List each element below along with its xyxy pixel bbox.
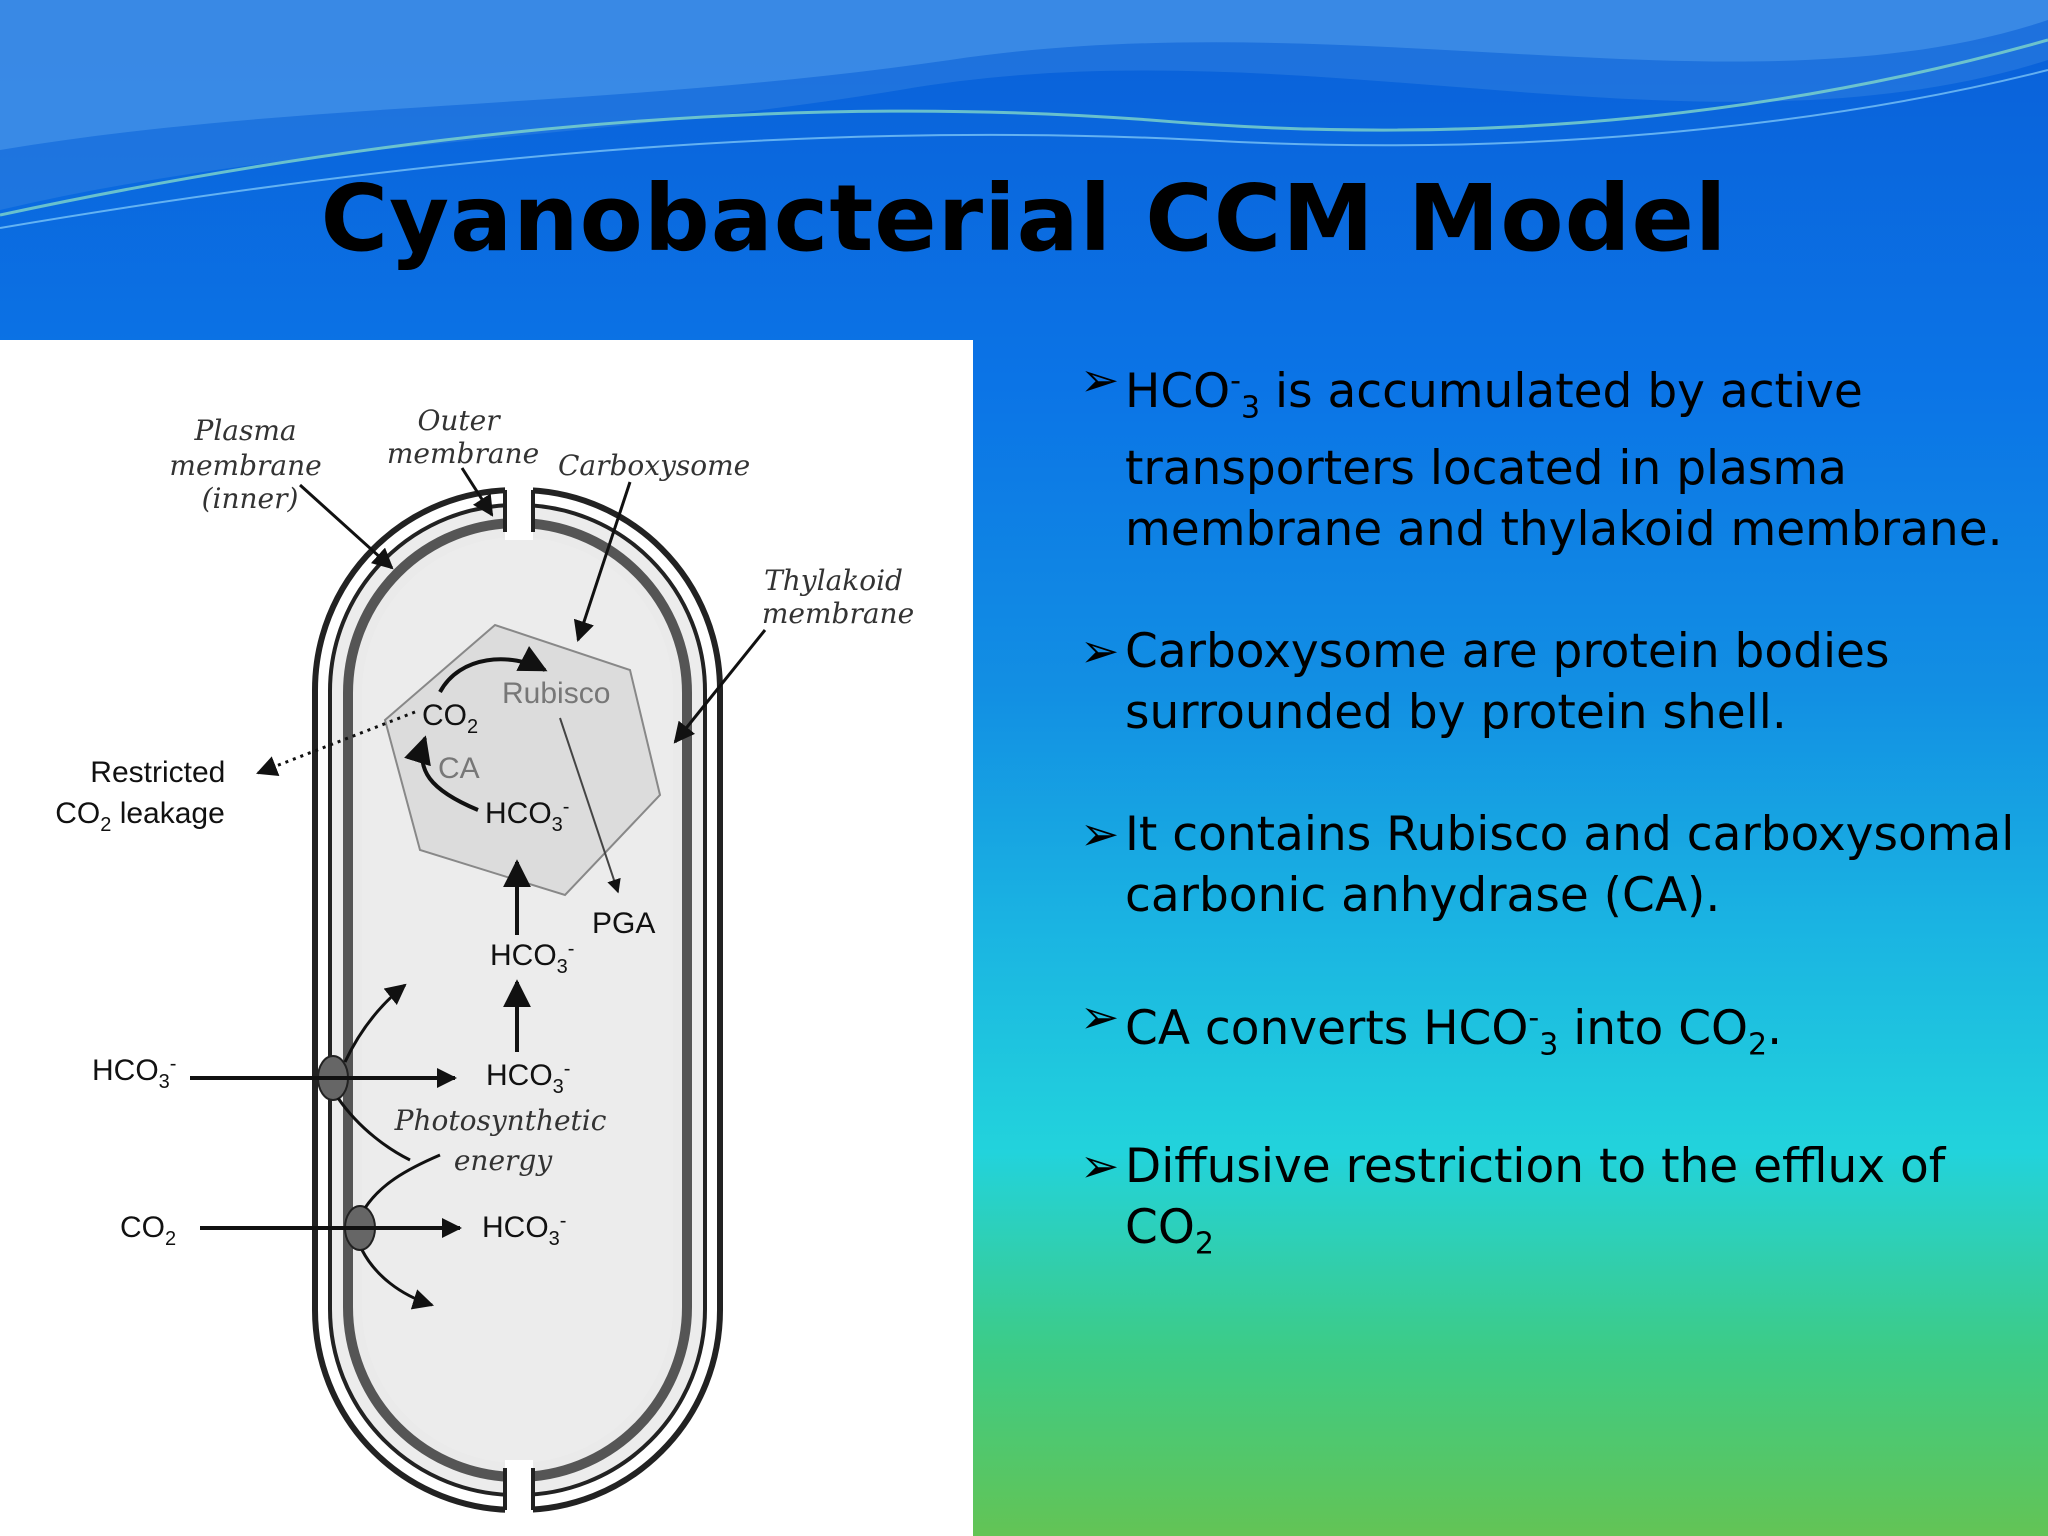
bullet-rubisco-ca: ➢ It contains Rubisco and carboxysomal c… — [1080, 804, 2020, 926]
energy-arrow-lower — [360, 1249, 435, 1310]
bullet-text: It contains Rubisco and carboxysomal car… — [1125, 807, 2015, 924]
thylakoid-membrane-label: Thylakoid membrane — [762, 564, 914, 630]
hco3-outside-label: HCO3- — [92, 1053, 176, 1093]
energy-arrow-upper — [343, 983, 407, 1063]
carboxysome-pointer — [573, 481, 632, 642]
energy-line-lower — [363, 1153, 441, 1209]
bullet-text: CA converts HCO-3 into CO2. — [1125, 1000, 1783, 1063]
bullet-text: Carboxysome are protein bodies surrounde… — [1125, 624, 1890, 741]
bullet-ca-conversion: ➢ CA converts HCO-3 into CO2. — [1080, 987, 2020, 1075]
bullet-text: Diffusive restriction to the efflux of C… — [1125, 1139, 1946, 1262]
co2-carboxysome-label: CO2 — [422, 699, 478, 738]
bullet-diffusive-restriction: ➢ Diffusive restriction to the efflux of… — [1080, 1136, 2020, 1274]
rubisco-to-pga-arrow — [559, 717, 621, 894]
bullet-arrow-icon: ➢ — [1080, 807, 1120, 863]
restricted-leakage-label: Restricted CO2 leakage — [55, 756, 233, 836]
energy-line-upper — [336, 1097, 411, 1162]
co2-to-rubisco-arrow — [438, 646, 548, 693]
header-wave-decoration — [0, 0, 2048, 229]
ccm-diagram-panel: Plasma membrane (inner) Outer membrane C… — [0, 340, 973, 1536]
hco3-mid-label: HCO3- — [490, 938, 574, 978]
outer-membrane-pointer — [460, 467, 494, 517]
carboxysome-shape — [383, 623, 662, 897]
co2-outside-label: CO2 — [120, 1211, 176, 1250]
bullet-arrow-icon: ➢ — [1080, 353, 1120, 408]
bullet-hco3-accumulation: ➢ HCO-3 is accumulated by active transpo… — [1080, 350, 2020, 560]
slide-title: Cyanobacterial CCM Model — [320, 165, 1728, 272]
bullet-arrow-icon: ➢ — [1080, 990, 1120, 1046]
hco3-to-co2-arrow — [404, 735, 479, 812]
thylakoid-membrane-pointer — [673, 629, 767, 744]
hco3-carboxysome-label: HCO3- — [485, 796, 569, 836]
pga-label: PGA — [592, 907, 655, 940]
bullet-text: HCO-3 is accumulated by active transport… — [1125, 363, 2003, 558]
rubisco-label: Rubisco — [502, 677, 610, 710]
plasma-membrane-pointer — [298, 483, 394, 570]
outer-membrane-label: Outer membrane — [387, 404, 539, 470]
photosynthetic-energy-label: Photosynthetic energy — [394, 1104, 616, 1177]
bullet-arrow-icon: ➢ — [1080, 1139, 1120, 1195]
hco3-lower-label: HCO3- — [486, 1058, 570, 1098]
bullet-arrow-icon: ➢ — [1080, 624, 1120, 680]
hco3-bottom-label: HCO3- — [482, 1210, 566, 1250]
plasma-membrane-label: Plasma membrane (inner) — [169, 414, 330, 515]
ccm-diagram: Plasma membrane (inner) Outer membrane C… — [55, 404, 914, 1520]
bullet-carboxysome-definition: ➢ Carboxysome are protein bodies surroun… — [1080, 621, 2020, 743]
ca-label: CA — [438, 752, 480, 785]
bullet-list: ➢ HCO-3 is accumulated by active transpo… — [1080, 350, 2020, 1335]
carboxysome-label: Carboxysome — [558, 449, 750, 482]
